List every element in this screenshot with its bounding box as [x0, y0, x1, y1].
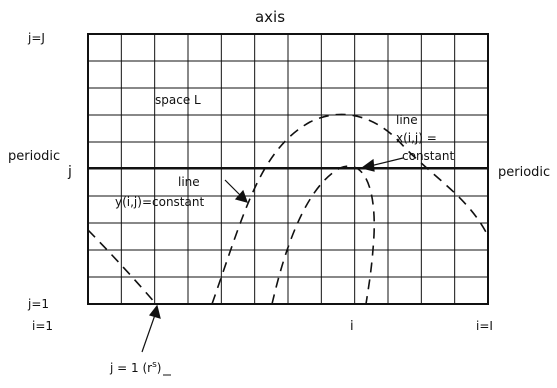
i-right-label: i=I — [476, 319, 493, 333]
line-y-label-2: y(i,j)=constant — [115, 195, 204, 209]
boundary-label: j = 1 (rs) — [109, 360, 161, 375]
boundary-label-close: ) — [157, 361, 162, 375]
arrow-head-x-constant — [360, 158, 375, 172]
left-periodic-label: periodic — [8, 149, 60, 164]
line-x-label-1: line — [396, 113, 418, 127]
space-l-label: space L — [155, 93, 201, 107]
arrow-head-boundary — [148, 304, 161, 319]
top-axis-label: axis — [255, 8, 285, 26]
line-x-label-2: x(i,j) = — [396, 131, 437, 145]
curve-y-constant — [87, 229, 157, 305]
line-y-label-1: line — [178, 175, 200, 189]
right-periodic-label: periodic — [498, 165, 550, 180]
curve-y-constant-main — [211, 113, 489, 305]
boundary-label-main: j = 1 (r — [109, 361, 152, 375]
j-top-label: j=J — [27, 31, 45, 45]
computational-grid — [87, 33, 489, 305]
j-bottom-label: j=1 — [27, 297, 49, 311]
i-mid-label: i — [350, 319, 354, 334]
j-mid-label: j — [67, 164, 72, 180]
i-left-label: i=1 — [32, 319, 53, 333]
arrow-line-boundary — [141, 311, 157, 353]
arrow-head-y-constant — [234, 189, 248, 203]
boundary-label-sup: s — [152, 360, 157, 370]
curve-x-constant — [271, 165, 376, 305]
line-x-label-3: constant — [402, 149, 454, 163]
